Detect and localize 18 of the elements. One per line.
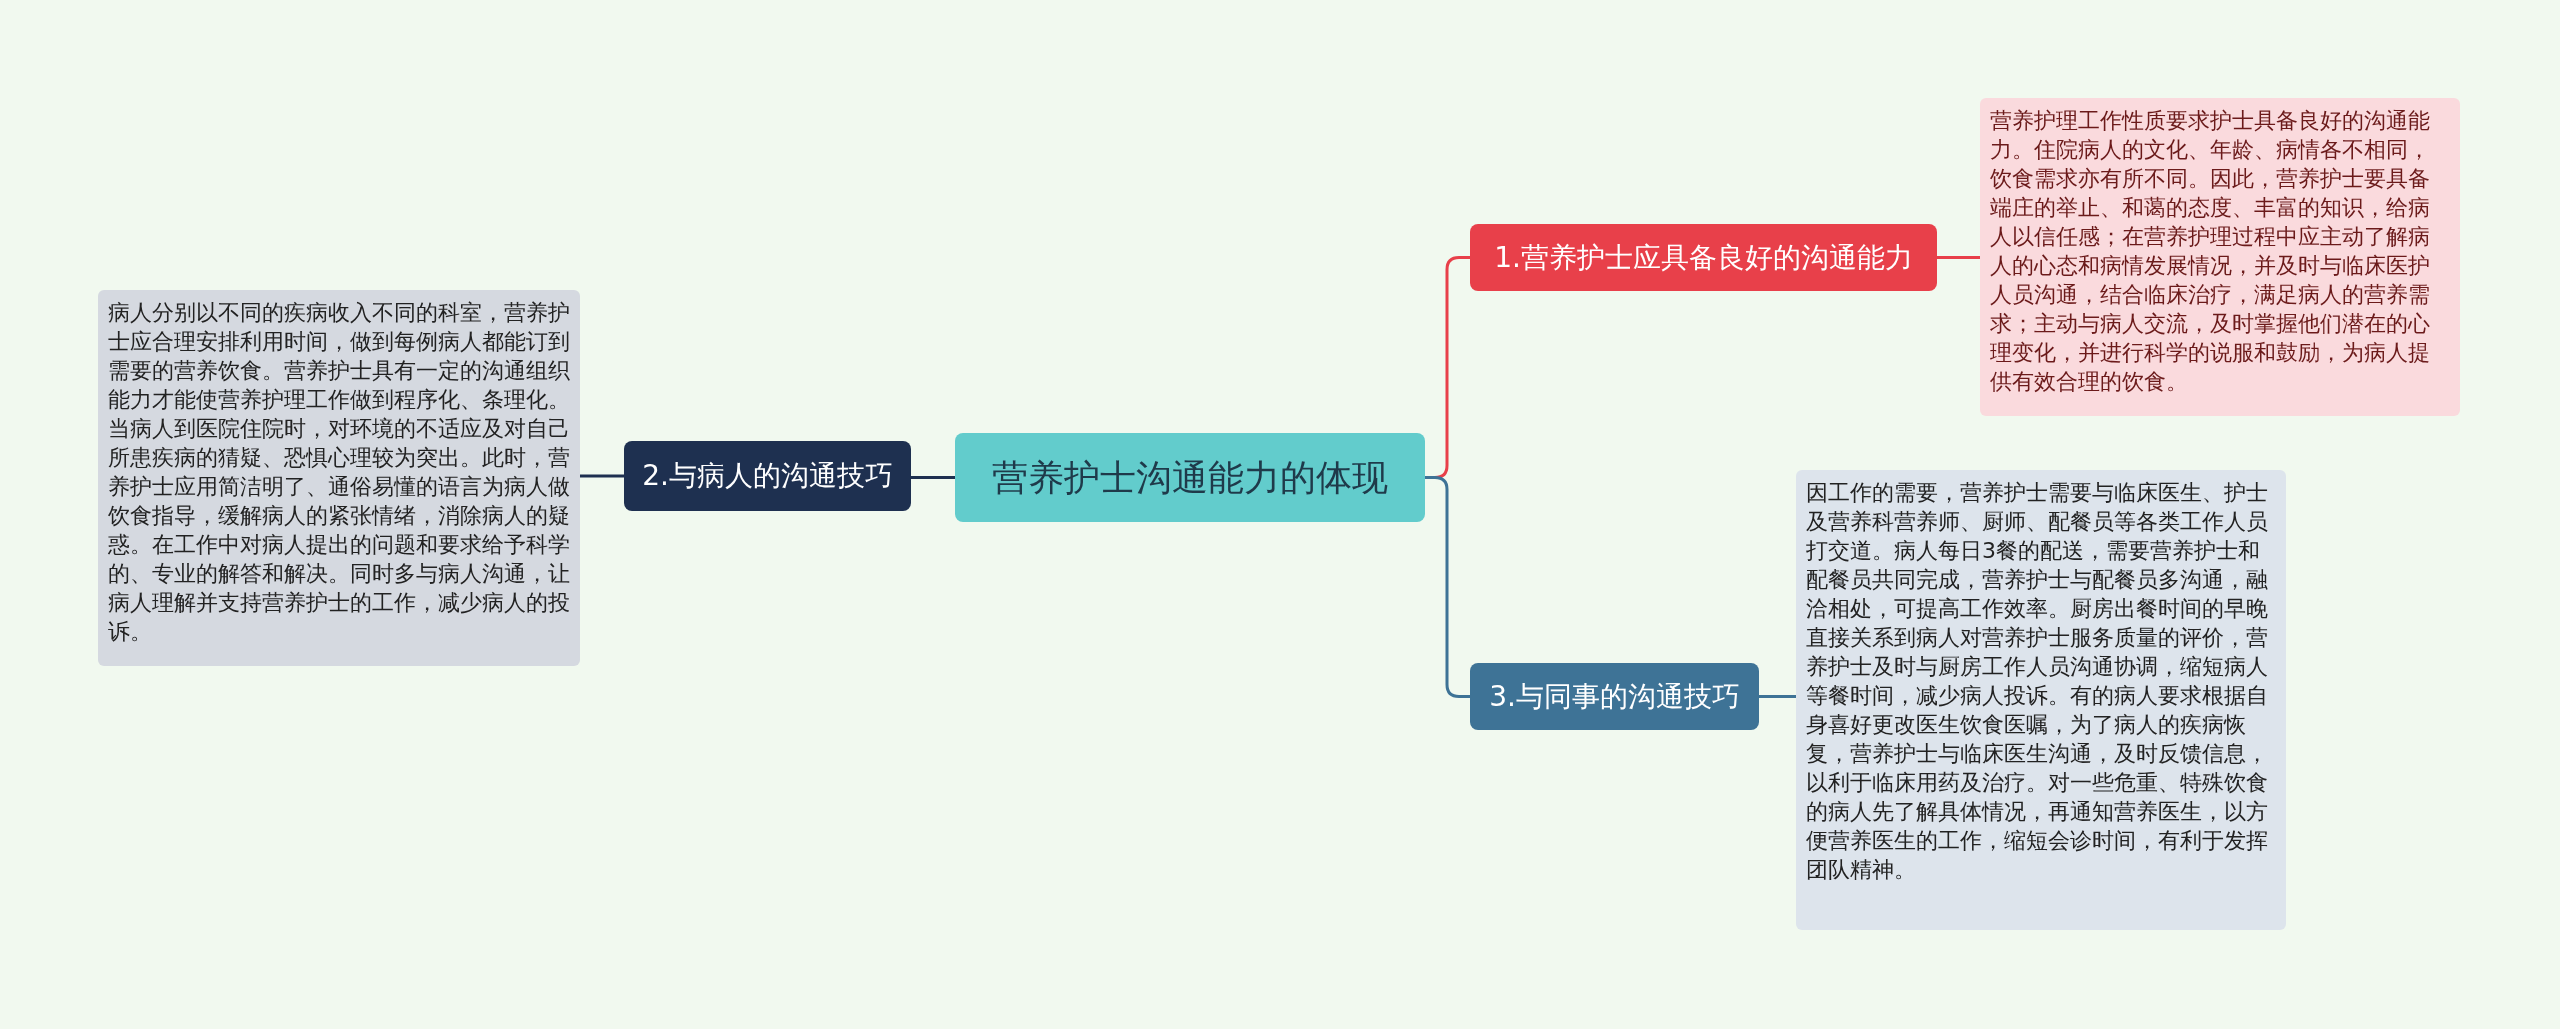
- node-text: 1.营养护士应具备良好的沟通能力: [1494, 239, 1913, 276]
- node-text: 3.与同事的沟通技巧: [1489, 678, 1740, 715]
- node-text: 病人分别以不同的疾病收入不同的科室，营养护士应合理安排利用时间，做到每例病人都能订到需要的营养饮食。营养护士具有一定的沟通组织能力才能使营养护理工作做到程序化、条理化。当病人到医院住院时，对环境的不适应及对自己所患疾病的猜疑、恐惧心理较为突出。此时，营养护士应用简洁明了、通俗易懂的语言为病人做饮食指导，缓解病人的紧张情绪，消除病人的疑惑。在工作中对病人提出的问题和要求给予科学的、专业的解答和解决。同时多与病人沟通，让病人理解并支持营养护士的工作，减少病人的投诉。: [108, 299, 570, 646]
- connector-line: [1759, 695, 1796, 698]
- branch-topic: [1470, 663, 1759, 730]
- central-topic: [955, 433, 1425, 522]
- connector-line: [1937, 256, 1980, 259]
- connector-line: [911, 476, 955, 479]
- node-text: 营养护理工作性质要求护士具备良好的沟通能力。住院病人的文化、年龄、病情各不相同，饮食需求亦有所不同。因此，营养护士要具备端庄的举止、和蔼的态度、丰富的知识，给病人以信任感；在营养护理过程中应主动了解病人的心态和病情发展情况，并及时与临床医护人员沟通，结合临床治疗，满足病人的营养需求；主动与病人交流，及时掌握他们潜在的心理变化，并进行科学的说服和鼓励，为病人提供有效合理的饮食。: [1990, 107, 2431, 396]
- node-text: 因工作的需要，营养护士需要与临床医生、护士及营养科营养师、厨师、配餐员等各类工作人员打交道。病人每日3餐的配送，需要营养护士和配餐员共同完成，营养护士与配餐员多沟通，融洽相处，可提高工作效率。厨房出餐时间的早晚直接关系到病人对营养护士服务质量的评价，营养护士及时与厨房工作人员沟通协调，缩短病人等餐时间，减少病人投诉。有的病人要求根据自身喜好更改医生饮食医嘱，为了病人的疾病恢复，营养护士与临床医生沟通，及时反馈信息，以利于临床用药及治疗。对一些危重、特殊饮食的病人先了解具体情况，再通知营养医生，以方便营养医生的工作，缩短会诊时间，有利于发挥团队精神。: [1806, 479, 2269, 884]
- node-text: 营养护士沟通能力的体现: [992, 455, 1388, 500]
- connector-line: [580, 474, 624, 478]
- branch-topic: [624, 441, 911, 511]
- node-text: 2.与病人的沟通技巧: [642, 458, 893, 494]
- connector-line: [1425, 476, 1470, 698]
- detail-note: [1980, 98, 2460, 416]
- detail-note: [1796, 470, 2286, 930]
- branch-topic: [1470, 224, 1937, 291]
